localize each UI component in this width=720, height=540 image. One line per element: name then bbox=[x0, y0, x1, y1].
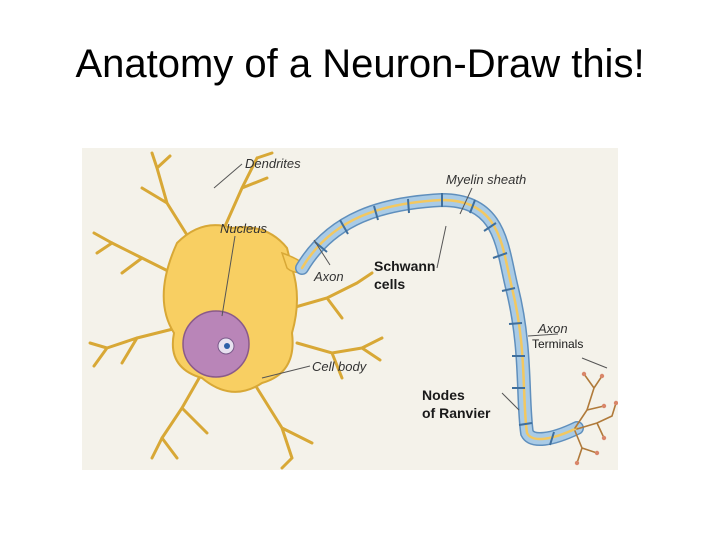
dendrites bbox=[88, 151, 384, 470]
label-axon-terminals-line2: Terminals bbox=[532, 337, 583, 351]
terminal-boutons bbox=[574, 371, 618, 466]
label-myelin-sheath: Myelin sheath bbox=[446, 172, 526, 187]
label-nodes-of-ranvier-line1: Nodes bbox=[422, 387, 465, 403]
label-axon: Axon bbox=[313, 269, 344, 284]
diagram-background bbox=[82, 148, 618, 470]
nucleus-shape bbox=[182, 310, 250, 378]
leader-lines bbox=[213, 163, 608, 411]
slide-title: Anatomy of a Neuron-Draw this! bbox=[75, 42, 645, 86]
axon-terminals bbox=[574, 373, 617, 464]
label-axon-terminals-line1: Axon bbox=[537, 321, 568, 336]
label-cell-body: Cell body bbox=[312, 359, 368, 374]
neuron-illustration: Dendrites Myelin sheath Nucleus Axon Sch… bbox=[82, 148, 618, 470]
label-nucleus: Nucleus bbox=[220, 221, 267, 236]
label-nodes-of-ranvier-line2: of Ranvier bbox=[422, 405, 491, 421]
axon-myelinated bbox=[295, 192, 584, 446]
label-schwann-cells-line1: Schwann bbox=[374, 258, 435, 274]
neuron-diagram: Dendrites Myelin sheath Nucleus Axon Sch… bbox=[82, 148, 618, 470]
label-dendrites: Dendrites bbox=[245, 156, 301, 171]
nodes-of-ranvier bbox=[314, 193, 555, 446]
label-schwann-cells-line2: cells bbox=[374, 276, 405, 292]
nucleolus bbox=[224, 343, 230, 349]
